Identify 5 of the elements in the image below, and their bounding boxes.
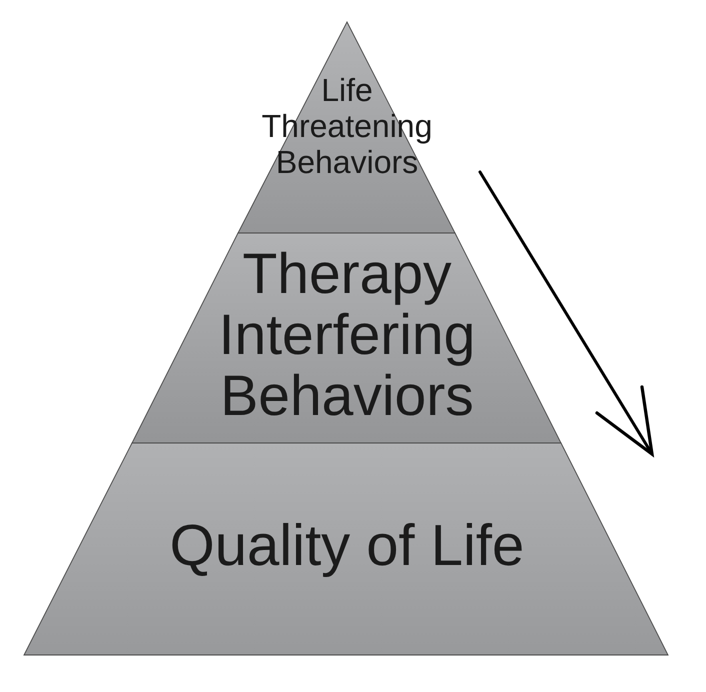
pyramid-tier (132, 233, 561, 443)
pyramid-tier (238, 22, 455, 233)
tier-label: Therapy Interfering Behaviors (218, 244, 476, 427)
pyramid-tier (24, 443, 668, 655)
tier-label: Quality of Life (168, 512, 526, 579)
